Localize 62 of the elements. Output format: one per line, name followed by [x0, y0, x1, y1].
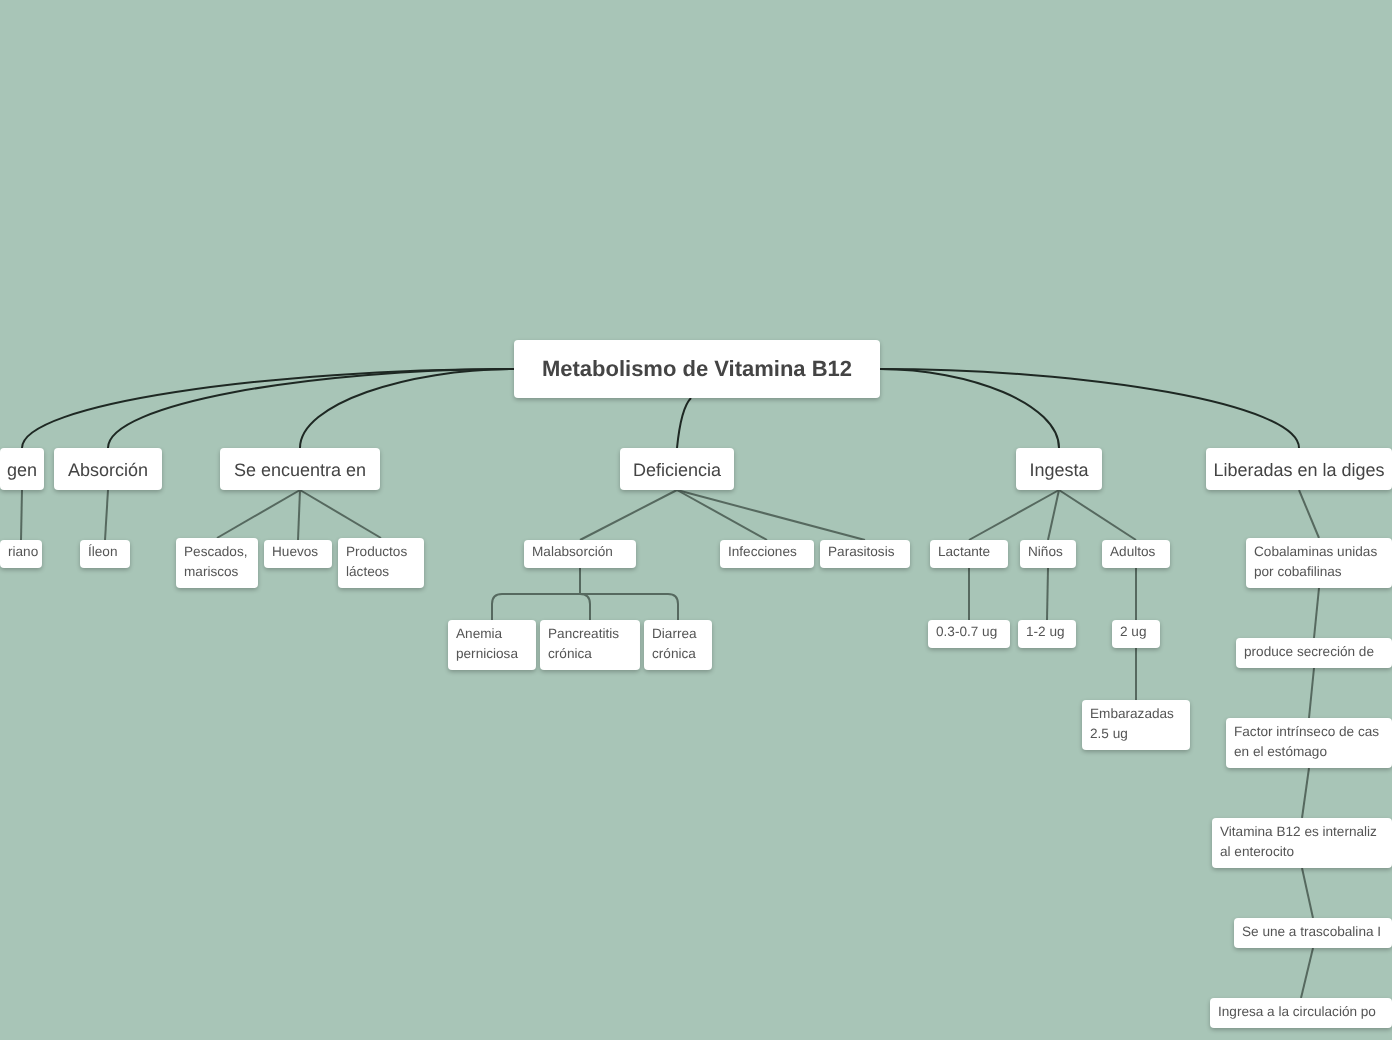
- subtopic-box: [540, 620, 640, 670]
- subtopic-box: [720, 540, 814, 568]
- connector-line: [579, 489, 678, 541]
- subtopic-box: [448, 620, 536, 670]
- topic-label: Se encuentra en: [233, 459, 367, 479]
- subtopic-box: [1020, 540, 1076, 568]
- connector-line: [676, 489, 866, 541]
- connector-line: [20, 489, 23, 541]
- topic-label: Liberadas en la diges: [1213, 459, 1385, 479]
- subtopic-box: [1234, 918, 1392, 948]
- subtopic-box: [1112, 620, 1160, 648]
- connector-line: [1046, 567, 1049, 621]
- title-label: Metabolismo de Vitamina B12: [541, 357, 853, 381]
- connector-line: [1298, 489, 1320, 539]
- topic-box: [220, 448, 380, 490]
- connector-line: [299, 368, 515, 449]
- subtopic-box: [928, 620, 1010, 648]
- topic-box: [0, 448, 44, 490]
- topic-box: [54, 448, 162, 490]
- topic-label: Ingesta: [1029, 459, 1089, 479]
- connector-line: [676, 397, 692, 449]
- subtopic-box: [1082, 700, 1190, 750]
- subtopic-box: [1236, 638, 1392, 668]
- subtopic-box: [1246, 538, 1392, 588]
- connector-line: [879, 368, 1300, 449]
- subtopic-box: [264, 540, 332, 568]
- topic-label: Absorción: [67, 459, 149, 479]
- subtopic-box: [1212, 818, 1392, 868]
- connector-line: [1301, 867, 1314, 919]
- connector-line: [104, 489, 109, 541]
- connector-line: [1135, 567, 1137, 621]
- subtopic-box: [1226, 718, 1392, 768]
- topic-label: gen: [6, 459, 38, 479]
- connector-line: [1135, 647, 1137, 701]
- subtopic-box: [930, 540, 1008, 568]
- connector-line: [299, 489, 382, 539]
- subtopic-box: [1210, 998, 1392, 1028]
- subtopic-box: [1018, 620, 1076, 648]
- connector-line: [1047, 489, 1060, 541]
- topic-box: [620, 448, 734, 490]
- subtopic-box: [1102, 540, 1170, 568]
- connector-line: [1308, 667, 1315, 719]
- connector-line: [216, 489, 301, 539]
- connector-line: [1313, 587, 1320, 639]
- connector-line: [1058, 489, 1137, 541]
- subtopic-box: [338, 538, 424, 588]
- subtopic-box: [0, 540, 42, 568]
- connector-line: [676, 489, 768, 541]
- connector-line: [1301, 767, 1310, 819]
- connector-line: [968, 567, 970, 621]
- subtopic-box: [644, 620, 712, 670]
- subtopic-box: [80, 540, 130, 568]
- topic-label: Deficiencia: [632, 459, 722, 479]
- connector-line: [968, 489, 1060, 541]
- subtopic-box: [820, 540, 910, 568]
- subtopic-box: [524, 540, 636, 568]
- central-topic-box: [514, 340, 880, 398]
- connector-line: [1300, 947, 1314, 999]
- topic-box: [1206, 448, 1392, 490]
- connector-line: [297, 489, 301, 541]
- subtopic-box: [176, 538, 258, 588]
- topic-box: [1016, 448, 1102, 490]
